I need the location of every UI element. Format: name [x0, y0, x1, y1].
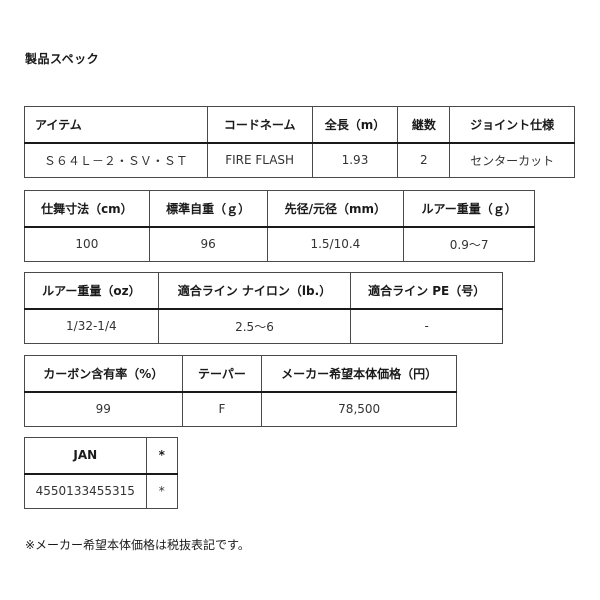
page-title: 製品スペック [25, 52, 100, 66]
spec-table-item: アイテム コードネーム 全長（m） 継数 ジョイント仕様 Ｓ６４Ｌ－２・ＳＶ・Ｓ… [24, 106, 575, 178]
table-header-row: カーボン含有率（%） テーパー メーカー希望本体価格（円） [24, 355, 457, 393]
header-line-nylon: 適合ライン ナイロン（lb.） [157, 272, 352, 310]
header-jan: JAN [24, 437, 147, 475]
value-lure-weight-g: 0.9〜7 [403, 226, 535, 262]
table-row: Ｓ６４Ｌ－２・ＳＶ・ＳＴ FIRE FLASH 1.93 2 センターカット [24, 142, 575, 178]
value-length: 1.93 [311, 142, 399, 178]
header-closed-length: 仕舞寸法（cm） [24, 190, 150, 228]
value-line-nylon: 2.5〜6 [157, 308, 352, 344]
value-jan-extra: * [145, 473, 179, 509]
header-item: アイテム [24, 106, 208, 144]
header-code-name: コードネーム [206, 106, 313, 144]
value-weight: 96 [148, 226, 268, 262]
header-carbon-content: カーボン含有率（%） [24, 355, 183, 393]
header-tip-butt-diameter: 先径/元径（mm） [266, 190, 405, 228]
price-footnote: ※メーカー希望本体価格は税抜表記です。 [25, 538, 250, 552]
header-lure-weight-g: ルアー重量（ｇ） [403, 190, 535, 228]
value-code-name: FIRE FLASH [206, 142, 313, 178]
header-pieces: 継数 [397, 106, 451, 144]
value-item: Ｓ６４Ｌ－２・ＳＶ・ＳＴ [24, 142, 208, 178]
value-tip-butt-diameter: 1.5/10.4 [266, 226, 405, 262]
table-header-row: ルアー重量（oz） 適合ライン ナイロン（lb.） 適合ライン PE（号） [24, 272, 503, 310]
table-header-row: アイテム コードネーム 全長（m） 継数 ジョイント仕様 [24, 106, 575, 144]
value-carbon-content: 99 [24, 391, 183, 427]
table-header-row: JAN * [24, 437, 179, 475]
table-row: 99 F 78,500 [24, 391, 457, 427]
header-lure-weight-oz: ルアー重量（oz） [24, 272, 159, 310]
header-taper: テーパー [181, 355, 263, 393]
header-line-pe: 適合ライン PE（号） [350, 272, 503, 310]
table-row: 100 96 1.5/10.4 0.9〜7 [24, 226, 535, 262]
header-jan-extra: * [145, 437, 179, 475]
header-length: 全長（m） [311, 106, 399, 144]
header-weight: 標準自重（ｇ） [148, 190, 268, 228]
value-line-pe: - [350, 308, 503, 344]
header-joint: ジョイント仕様 [449, 106, 575, 144]
header-price: メーカー希望本体価格（円） [261, 355, 457, 393]
value-jan: 4550133455315 [24, 473, 147, 509]
table-row: 4550133455315 * [24, 473, 179, 509]
spec-table-dimensions: 仕舞寸法（cm） 標準自重（ｇ） 先径/元径（mm） ルアー重量（ｇ） 100 … [24, 190, 535, 262]
spec-table-line: ルアー重量（oz） 適合ライン ナイロン（lb.） 適合ライン PE（号） 1/… [24, 272, 503, 344]
table-row: 1/32-1/4 2.5〜6 - [24, 308, 503, 344]
value-closed-length: 100 [24, 226, 150, 262]
value-joint: センターカット [449, 142, 575, 178]
value-lure-weight-oz: 1/32-1/4 [24, 308, 159, 344]
value-pieces: 2 [397, 142, 451, 178]
value-taper: F [181, 391, 263, 427]
spec-table-material-price: カーボン含有率（%） テーパー メーカー希望本体価格（円） 99 F 78,50… [24, 355, 457, 427]
spec-table-jan: JAN * 4550133455315 * [24, 437, 179, 509]
table-header-row: 仕舞寸法（cm） 標準自重（ｇ） 先径/元径（mm） ルアー重量（ｇ） [24, 190, 535, 228]
value-price: 78,500 [261, 391, 457, 427]
